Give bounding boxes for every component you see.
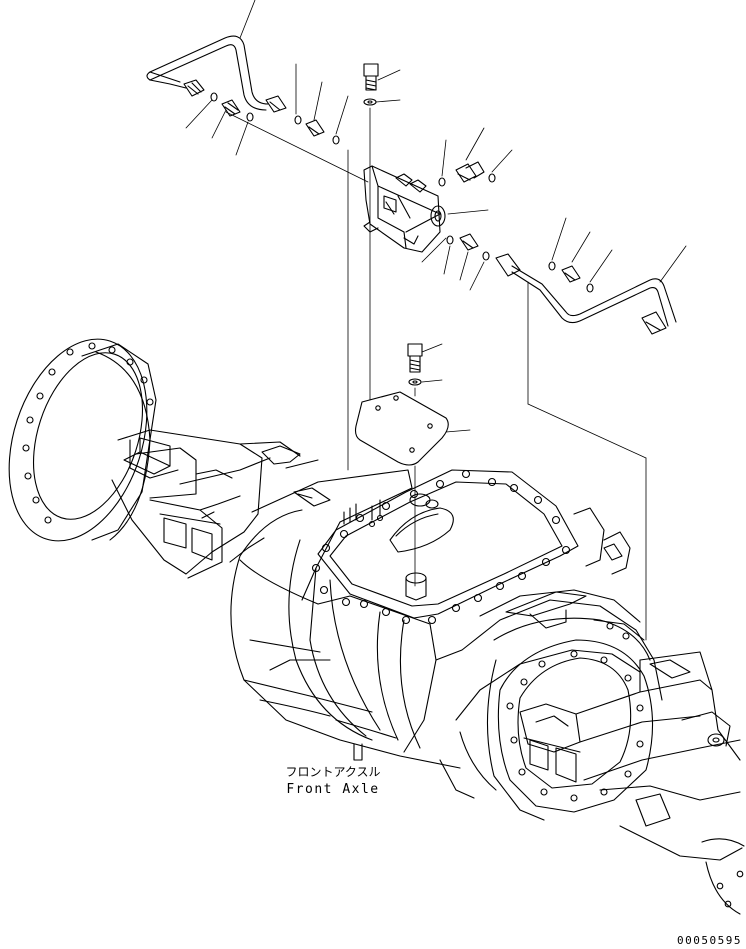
o-ring-5 <box>438 177 446 187</box>
adapter-fitting-3 <box>459 233 479 251</box>
axle-caption: フロントアクスル Front Axle <box>268 764 398 798</box>
leader-lines-valve <box>421 209 489 263</box>
o-ring-7 <box>446 235 454 245</box>
drawing-number: 00050595 <box>677 934 742 947</box>
left-brake-pipe <box>146 35 269 111</box>
leader-lines-upper-left <box>185 0 369 183</box>
left-wheel-hub <box>8 338 157 542</box>
o-ring-3 <box>294 115 302 125</box>
right-axle-tube <box>519 651 743 861</box>
differential-housing <box>230 469 461 769</box>
o-ring-10 <box>586 283 594 293</box>
middle-washer <box>408 378 422 386</box>
caption-english: Front Axle <box>286 782 380 797</box>
adapter-fitting-4 <box>561 265 581 283</box>
top-washer <box>363 98 377 106</box>
o-ring-8 <box>482 251 490 261</box>
right-wheel-hub-outer <box>701 838 745 915</box>
right-side-bolt <box>603 531 631 575</box>
right-wheel-hub <box>497 622 654 813</box>
valve-assembly <box>363 165 446 253</box>
caption-japanese: フロントアクスル <box>285 765 381 779</box>
right-axle-housing <box>435 589 663 821</box>
o-ring-4 <box>332 135 340 145</box>
elbow-fitting <box>455 161 485 183</box>
adapter-fitting-1 <box>221 99 241 117</box>
o-ring-1 <box>210 92 218 102</box>
housing-bracket <box>123 437 233 479</box>
differential-cover-flange <box>311 469 579 625</box>
right-brake-pipe <box>495 253 677 335</box>
middle-bolt <box>407 343 423 373</box>
o-ring-9 <box>548 261 556 271</box>
leader-lines-top <box>369 69 401 401</box>
o-ring-2 <box>246 112 254 122</box>
adapter-fitting-2 <box>305 119 325 137</box>
leader-lines-right-pipe <box>527 217 687 641</box>
o-ring-6 <box>488 173 496 183</box>
bottom-drain-stub <box>353 743 363 761</box>
cover-plate <box>354 391 449 466</box>
drive-pinion-flange <box>573 507 605 567</box>
top-bolt <box>363 63 379 91</box>
left-pipe-fitting-end <box>183 79 205 97</box>
left-pipe-fitting-mid <box>265 95 287 113</box>
differential-studs <box>293 487 381 525</box>
left-axle-housing <box>111 429 319 579</box>
leader-lines-middle <box>347 149 471 587</box>
leader-lines-elbow <box>441 127 513 177</box>
leader-lines-right-fittings <box>443 245 485 291</box>
